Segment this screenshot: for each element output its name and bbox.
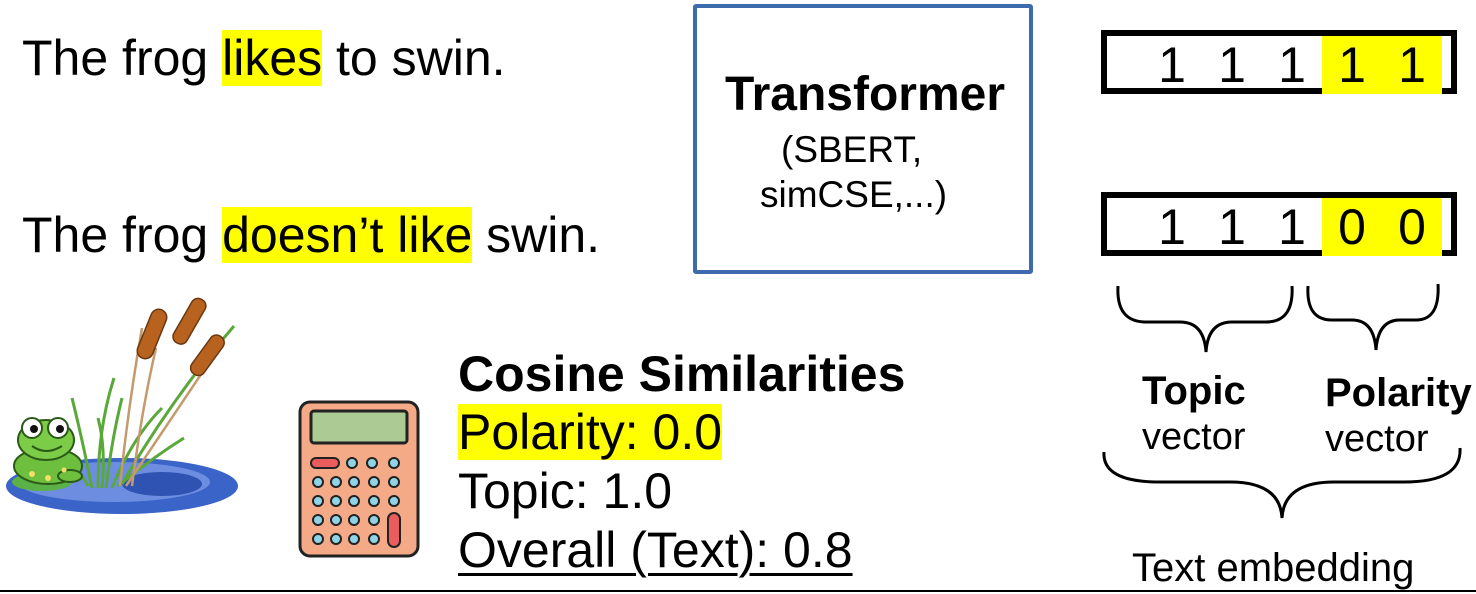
cosine-title: Cosine Similarities [458, 346, 906, 402]
vector-digit: 1 [1218, 37, 1246, 93]
overall-similarity: Overall (Text): 0.8 [458, 522, 853, 578]
vector-digit: 0 [1398, 199, 1426, 255]
embedding-vector-values: 1 1 1 1 1 [1142, 36, 1442, 94]
vector-digit: 1 [1338, 37, 1366, 93]
frog-pond-illustration-icon [6, 297, 238, 514]
bottom-rule [0, 590, 1476, 592]
polarity-vector-label: vector [1325, 418, 1429, 460]
vector-digit: 1 [1398, 37, 1426, 93]
topic-label: Topic [1142, 369, 1246, 413]
sentence-text-before: The frog [22, 30, 223, 86]
vector-digit: 1 [1158, 37, 1186, 93]
embedding-vector-box [1101, 192, 1457, 256]
polarity-values: 1 1 [1322, 36, 1442, 94]
polarity-label: Polarity [1325, 371, 1472, 415]
transformer-models-line1: (SBERT, [781, 129, 923, 170]
transformer-models-line2: simCSE,...) [760, 174, 948, 215]
sentence-positive: The frog likes to swin. [22, 28, 506, 88]
sentence-negative: The frog doesn’t like swin. [22, 205, 600, 265]
vector-digit: 1 [1278, 37, 1306, 93]
vector-digit: 1 [1218, 199, 1246, 255]
topic-values: 1 1 1 [1142, 36, 1322, 94]
topic-similarity: Topic: 1.0 [458, 463, 673, 519]
vector-digit: 1 [1158, 199, 1186, 255]
sentence-highlight: doesn’t like [222, 207, 473, 263]
topic-vector-label: vector [1142, 416, 1246, 458]
sentence-text-after: swin. [472, 207, 601, 263]
transformer-box [693, 4, 1033, 274]
embedding-vector-box [1101, 30, 1457, 94]
polarity-similarity-text: Polarity: 0.0 [458, 404, 723, 460]
vector-digit: 0 [1338, 199, 1366, 255]
polarity-values: 0 0 [1322, 198, 1442, 256]
topic-values: 1 1 1 [1142, 198, 1322, 256]
text-embedding-label: Text embedding [1132, 546, 1415, 590]
sentence-text-after: to swin. [322, 30, 506, 86]
embedding-vector-values: 1 1 1 0 0 [1142, 198, 1442, 256]
sentence-highlight: likes [222, 30, 323, 86]
sentence-text-before: The frog [22, 207, 223, 263]
transformer-title: Transformer [724, 68, 1006, 121]
polarity-similarity: Polarity: 0.0 [458, 403, 723, 461]
vector-digit: 1 [1278, 199, 1306, 255]
calculator-icon [298, 400, 420, 558]
